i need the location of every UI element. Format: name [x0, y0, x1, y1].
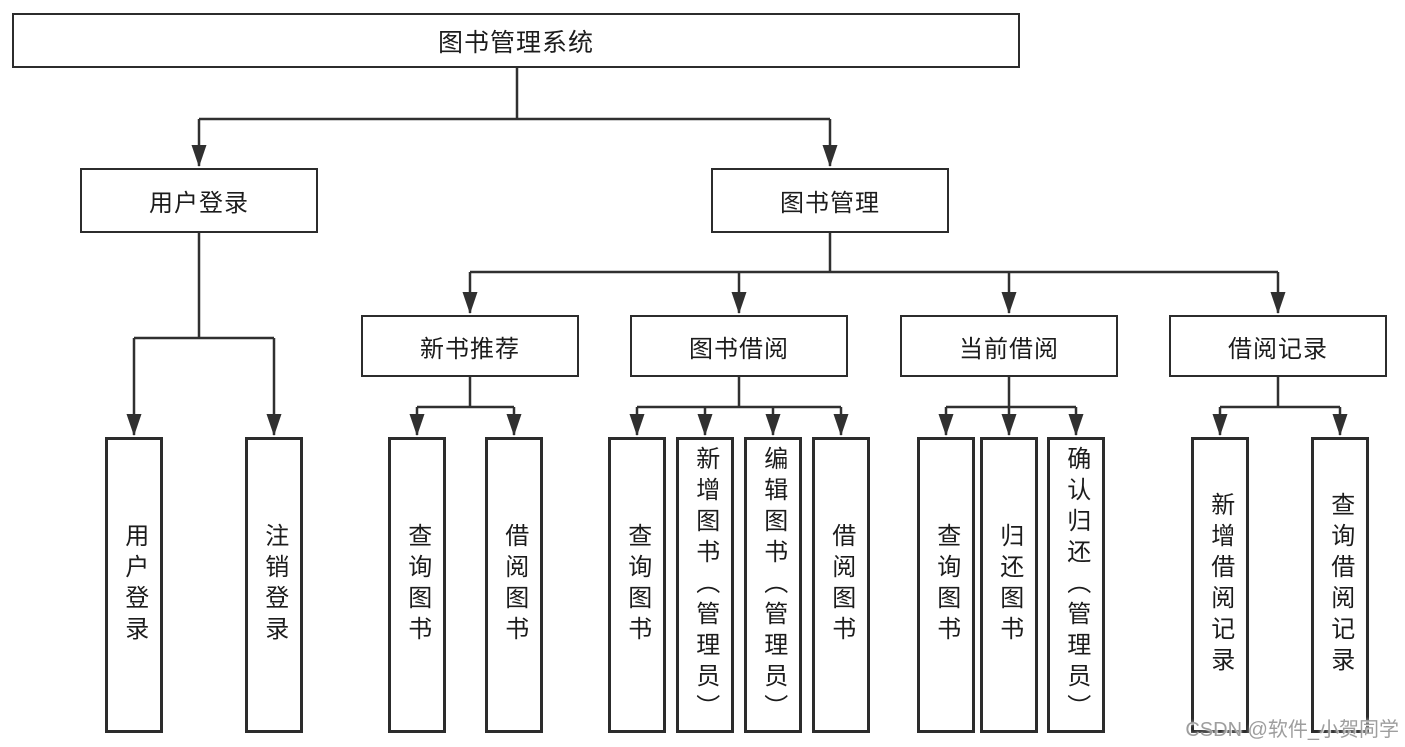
- node-system-root: 图书管理系统: [12, 13, 1020, 68]
- node-label: 新书推荐: [420, 335, 520, 363]
- leaf-bb-add-books-admin: 新增图书（管理员）: [676, 437, 734, 733]
- node-label: 当前借阅: [959, 335, 1059, 363]
- leaf-bb-borrow-books: 借阅图书: [812, 437, 870, 733]
- node-label: 图书借阅: [689, 335, 789, 363]
- node-label: 注销登录: [260, 523, 288, 647]
- node-label: 借阅图书: [827, 523, 855, 647]
- leaf-br-add-borrow-record: 新增借阅记录: [1191, 437, 1249, 733]
- node-label: 用户登录: [120, 523, 148, 647]
- node-label: 借阅记录: [1228, 335, 1328, 363]
- leaf-bb-edit-books-admin: 编辑图书（管理员）: [744, 437, 802, 733]
- node-label: 查询图书: [623, 523, 651, 647]
- node-label: 查询图书: [932, 523, 960, 647]
- node-label: 确认归还（管理员）: [1062, 445, 1090, 725]
- node-current-borrow: 当前借阅: [900, 315, 1118, 377]
- node-borrow-records: 借阅记录: [1169, 315, 1387, 377]
- node-book-management: 图书管理: [711, 168, 949, 233]
- node-new-book-recommend: 新书推荐: [361, 315, 579, 377]
- node-label: 编辑图书（管理员）: [759, 445, 787, 725]
- node-label: 图书管理: [780, 190, 880, 217]
- leaf-user-login: 用户登录: [105, 437, 163, 733]
- leaf-bb-query-books: 查询图书: [608, 437, 666, 733]
- leaf-logout: 注销登录: [245, 437, 303, 733]
- leaf-nb-borrow-books: 借阅图书: [485, 437, 543, 733]
- node-label: 图书管理系统: [437, 28, 594, 57]
- node-book-borrow: 图书借阅: [630, 315, 848, 377]
- csdn-watermark: CSDN @软件_小贺同学: [1185, 719, 1399, 741]
- node-user-login: 用户登录: [80, 168, 318, 233]
- leaf-br-query-borrow-record: 查询借阅记录: [1311, 437, 1369, 733]
- leaf-nb-query-books: 查询图书: [388, 437, 446, 733]
- node-label: 新增图书（管理员）: [691, 445, 719, 725]
- leaf-cb-return-books: 归还图书: [980, 437, 1038, 733]
- leaf-cb-confirm-return-admin: 确认归还（管理员）: [1047, 437, 1105, 733]
- node-label: 用户登录: [149, 190, 249, 217]
- node-label: 归还图书: [995, 523, 1023, 647]
- node-label: 查询图书: [403, 523, 431, 647]
- node-label: 新增借阅记录: [1206, 492, 1234, 678]
- leaf-cb-query-books: 查询图书: [917, 437, 975, 733]
- node-label: 借阅图书: [500, 523, 528, 647]
- node-label: 查询借阅记录: [1326, 492, 1354, 678]
